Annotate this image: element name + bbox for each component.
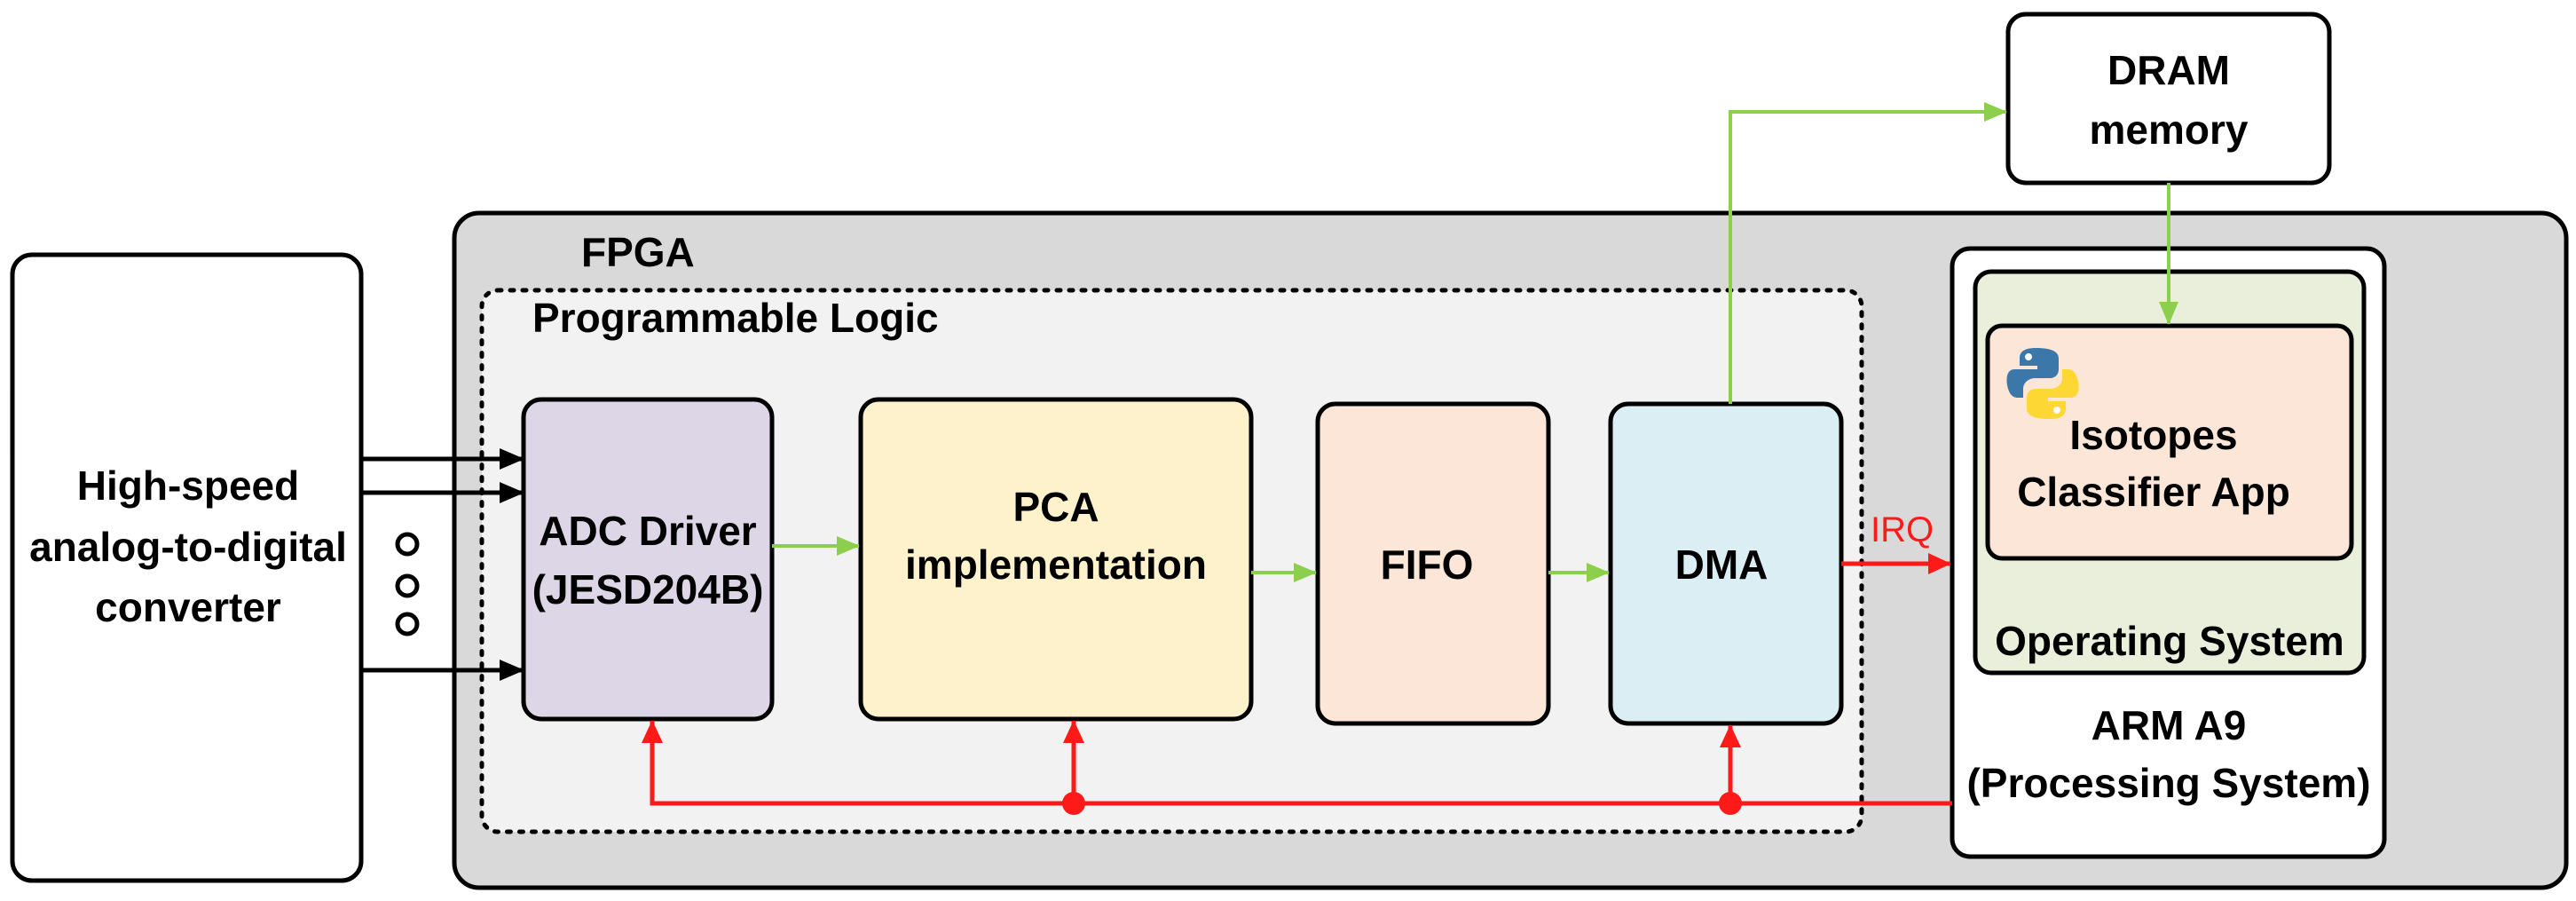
- python-logo-icon: [2006, 348, 2079, 419]
- pca-box: [858, 397, 1254, 722]
- adc-driver-label-line2: (JESD204B): [532, 566, 764, 613]
- arm-label-line1: ARM A9: [2092, 702, 2247, 748]
- dram-label-line2: memory: [2090, 107, 2249, 153]
- control-junction-dma: [1719, 792, 1742, 815]
- adc-label-line1: High-speed: [77, 462, 299, 509]
- dram-label-line1: DRAM: [2107, 47, 2230, 93]
- irq-label: IRQ: [1871, 510, 1934, 549]
- app-label-line2: Classifier App: [2017, 469, 2290, 515]
- app-label-line1: Isotopes: [2069, 412, 2237, 458]
- fpga-label: FPGA: [581, 229, 695, 275]
- fifo-label: FIFO: [1381, 541, 1474, 588]
- control-junction-pca: [1062, 792, 1085, 815]
- programmable-logic-label: Programmable Logic: [532, 295, 939, 341]
- ellipsis-dot-2: [395, 573, 420, 598]
- app-box: [1985, 323, 2354, 561]
- control-bus: [642, 720, 1952, 806]
- ellipsis-dot-3: [395, 612, 420, 636]
- fifo-box: [1315, 401, 1551, 726]
- adc-driver-box: [521, 397, 775, 722]
- data-arrow-dma-to-dram: [1729, 102, 2007, 404]
- dram-box: [2005, 12, 2332, 186]
- pca-label-line1: PCA: [1012, 484, 1099, 530]
- adc-driver-label-line1: ADC Driver: [539, 508, 757, 554]
- arm-label-line2: (Processing System): [1966, 760, 2370, 806]
- pca-label-line2: implementation: [905, 541, 1207, 588]
- adc-box: [10, 252, 364, 883]
- ellipsis-dot-1: [395, 532, 420, 557]
- dma-label: DMA: [1675, 541, 1769, 588]
- adc-label-line2: analog-to-digital: [29, 524, 347, 570]
- adc-label-line3: converter: [95, 584, 281, 630]
- os-label: Operating System: [1995, 618, 2344, 664]
